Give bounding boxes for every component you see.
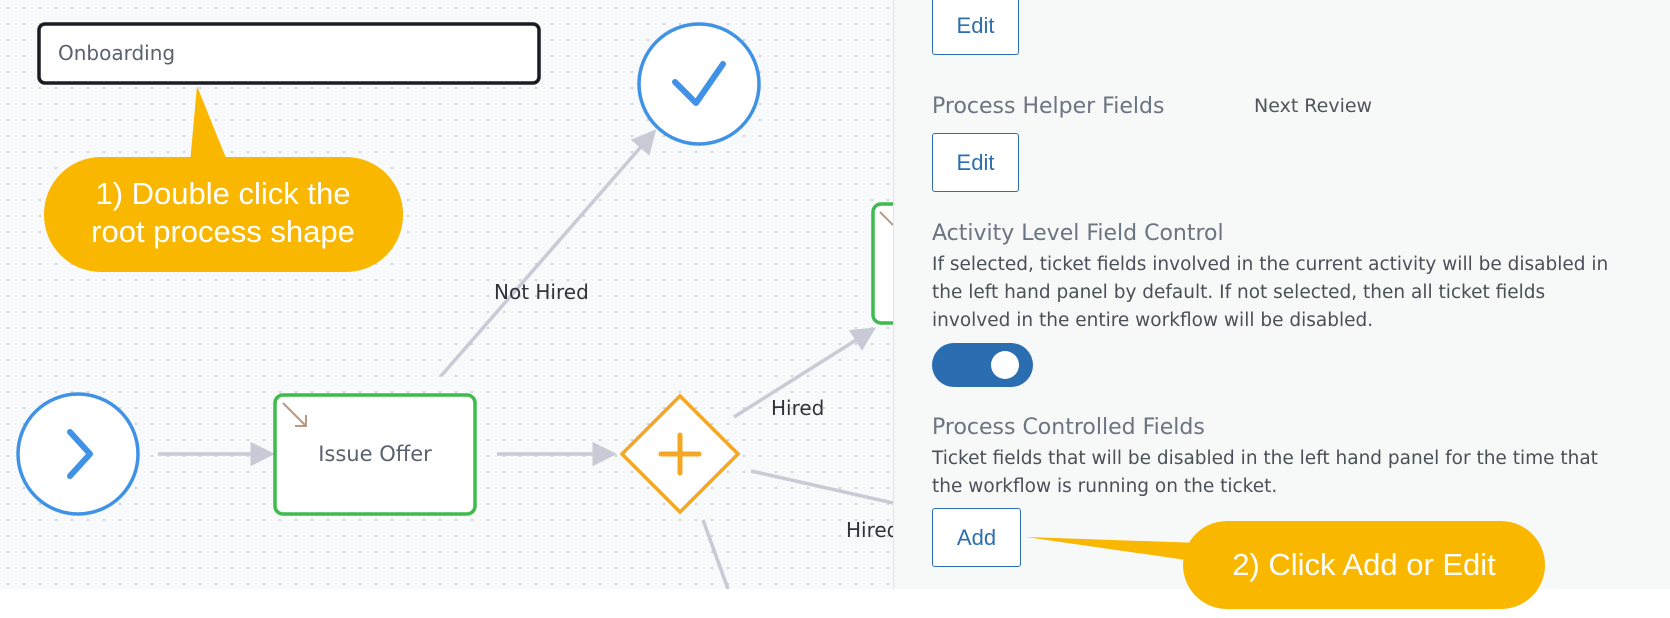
task-issue-offer-label: Issue Offer	[318, 442, 432, 466]
plus-icon	[658, 432, 702, 476]
subprocess-arrow-icon	[282, 402, 307, 427]
activity-level-field-control-description: If selected, ticket fields involved in t…	[932, 251, 1657, 335]
edge-gateway-down[interactable]	[701, 519, 730, 589]
description-line: the workflow is running on the ticket.	[932, 476, 1278, 497]
description-line: If selected, ticket fields involved in t…	[932, 254, 1609, 275]
diagram-canvas[interactable]: Onboarding Issue Offer Not Hi	[0, 0, 893, 589]
activity-level-field-control-title: Activity Level Field Control	[932, 221, 1224, 246]
root-process-label: Onboarding	[58, 41, 175, 65]
toggle-knob	[991, 351, 1019, 379]
edge-hired-lower[interactable]	[750, 469, 893, 505]
root-process-shape[interactable]: Onboarding	[37, 22, 541, 85]
start-event[interactable]	[16, 392, 140, 516]
process-helper-fields-edit-button[interactable]: Edit	[932, 133, 1019, 192]
callout-step-2-text: 2) Click Add or Edit	[1232, 547, 1496, 582]
description-line: involved in the entire workflow will be …	[932, 310, 1374, 331]
callout-step-1-line-1: 1) Double click the	[95, 176, 350, 211]
process-controlled-fields-title: Process Controlled Fields	[932, 415, 1205, 440]
gateway-parallel[interactable]	[619, 393, 741, 515]
edge-label-hired-lower: Hired	[846, 518, 893, 542]
edge-hired-upper[interactable]	[733, 327, 877, 419]
process-helper-fields-title: Process Helper Fields	[932, 94, 1165, 119]
edge-not-hired[interactable]	[439, 129, 657, 378]
task-issue-offer[interactable]: Issue Offer	[273, 393, 477, 516]
subprocess-arrow-icon	[879, 211, 893, 226]
callout-step-1-line-2: root process shape	[91, 214, 355, 249]
end-event[interactable]	[637, 22, 761, 146]
description-line: the left hand panel by default. If not s…	[932, 282, 1546, 303]
edge-label-not-hired: Not Hired	[494, 280, 589, 304]
activity-level-field-control-toggle[interactable]	[932, 343, 1033, 387]
chevron-right-icon	[67, 429, 93, 479]
process-helper-fields-value: Next Review	[1254, 95, 1373, 117]
callout-step-2: 2) Click Add or Edit	[1026, 521, 1545, 609]
checkmark-icon	[672, 61, 726, 106]
task-partial[interactable]	[871, 202, 893, 325]
edit-button-top[interactable]: Edit	[932, 0, 1019, 55]
edge-label-hired-upper: Hired	[771, 396, 824, 420]
process-controlled-fields-description: Ticket fields that will be disabled in t…	[932, 445, 1657, 501]
process-controlled-fields-add-button[interactable]: Add	[932, 508, 1021, 567]
workflow-diagram: Onboarding Issue Offer Not Hi	[16, 22, 893, 589]
callout-step-1: 1) Double click the root process shape	[44, 86, 403, 272]
properties-panel: Edit Process Helper Fields Next Review E…	[893, 0, 1670, 589]
description-line: Ticket fields that will be disabled in t…	[932, 448, 1598, 469]
